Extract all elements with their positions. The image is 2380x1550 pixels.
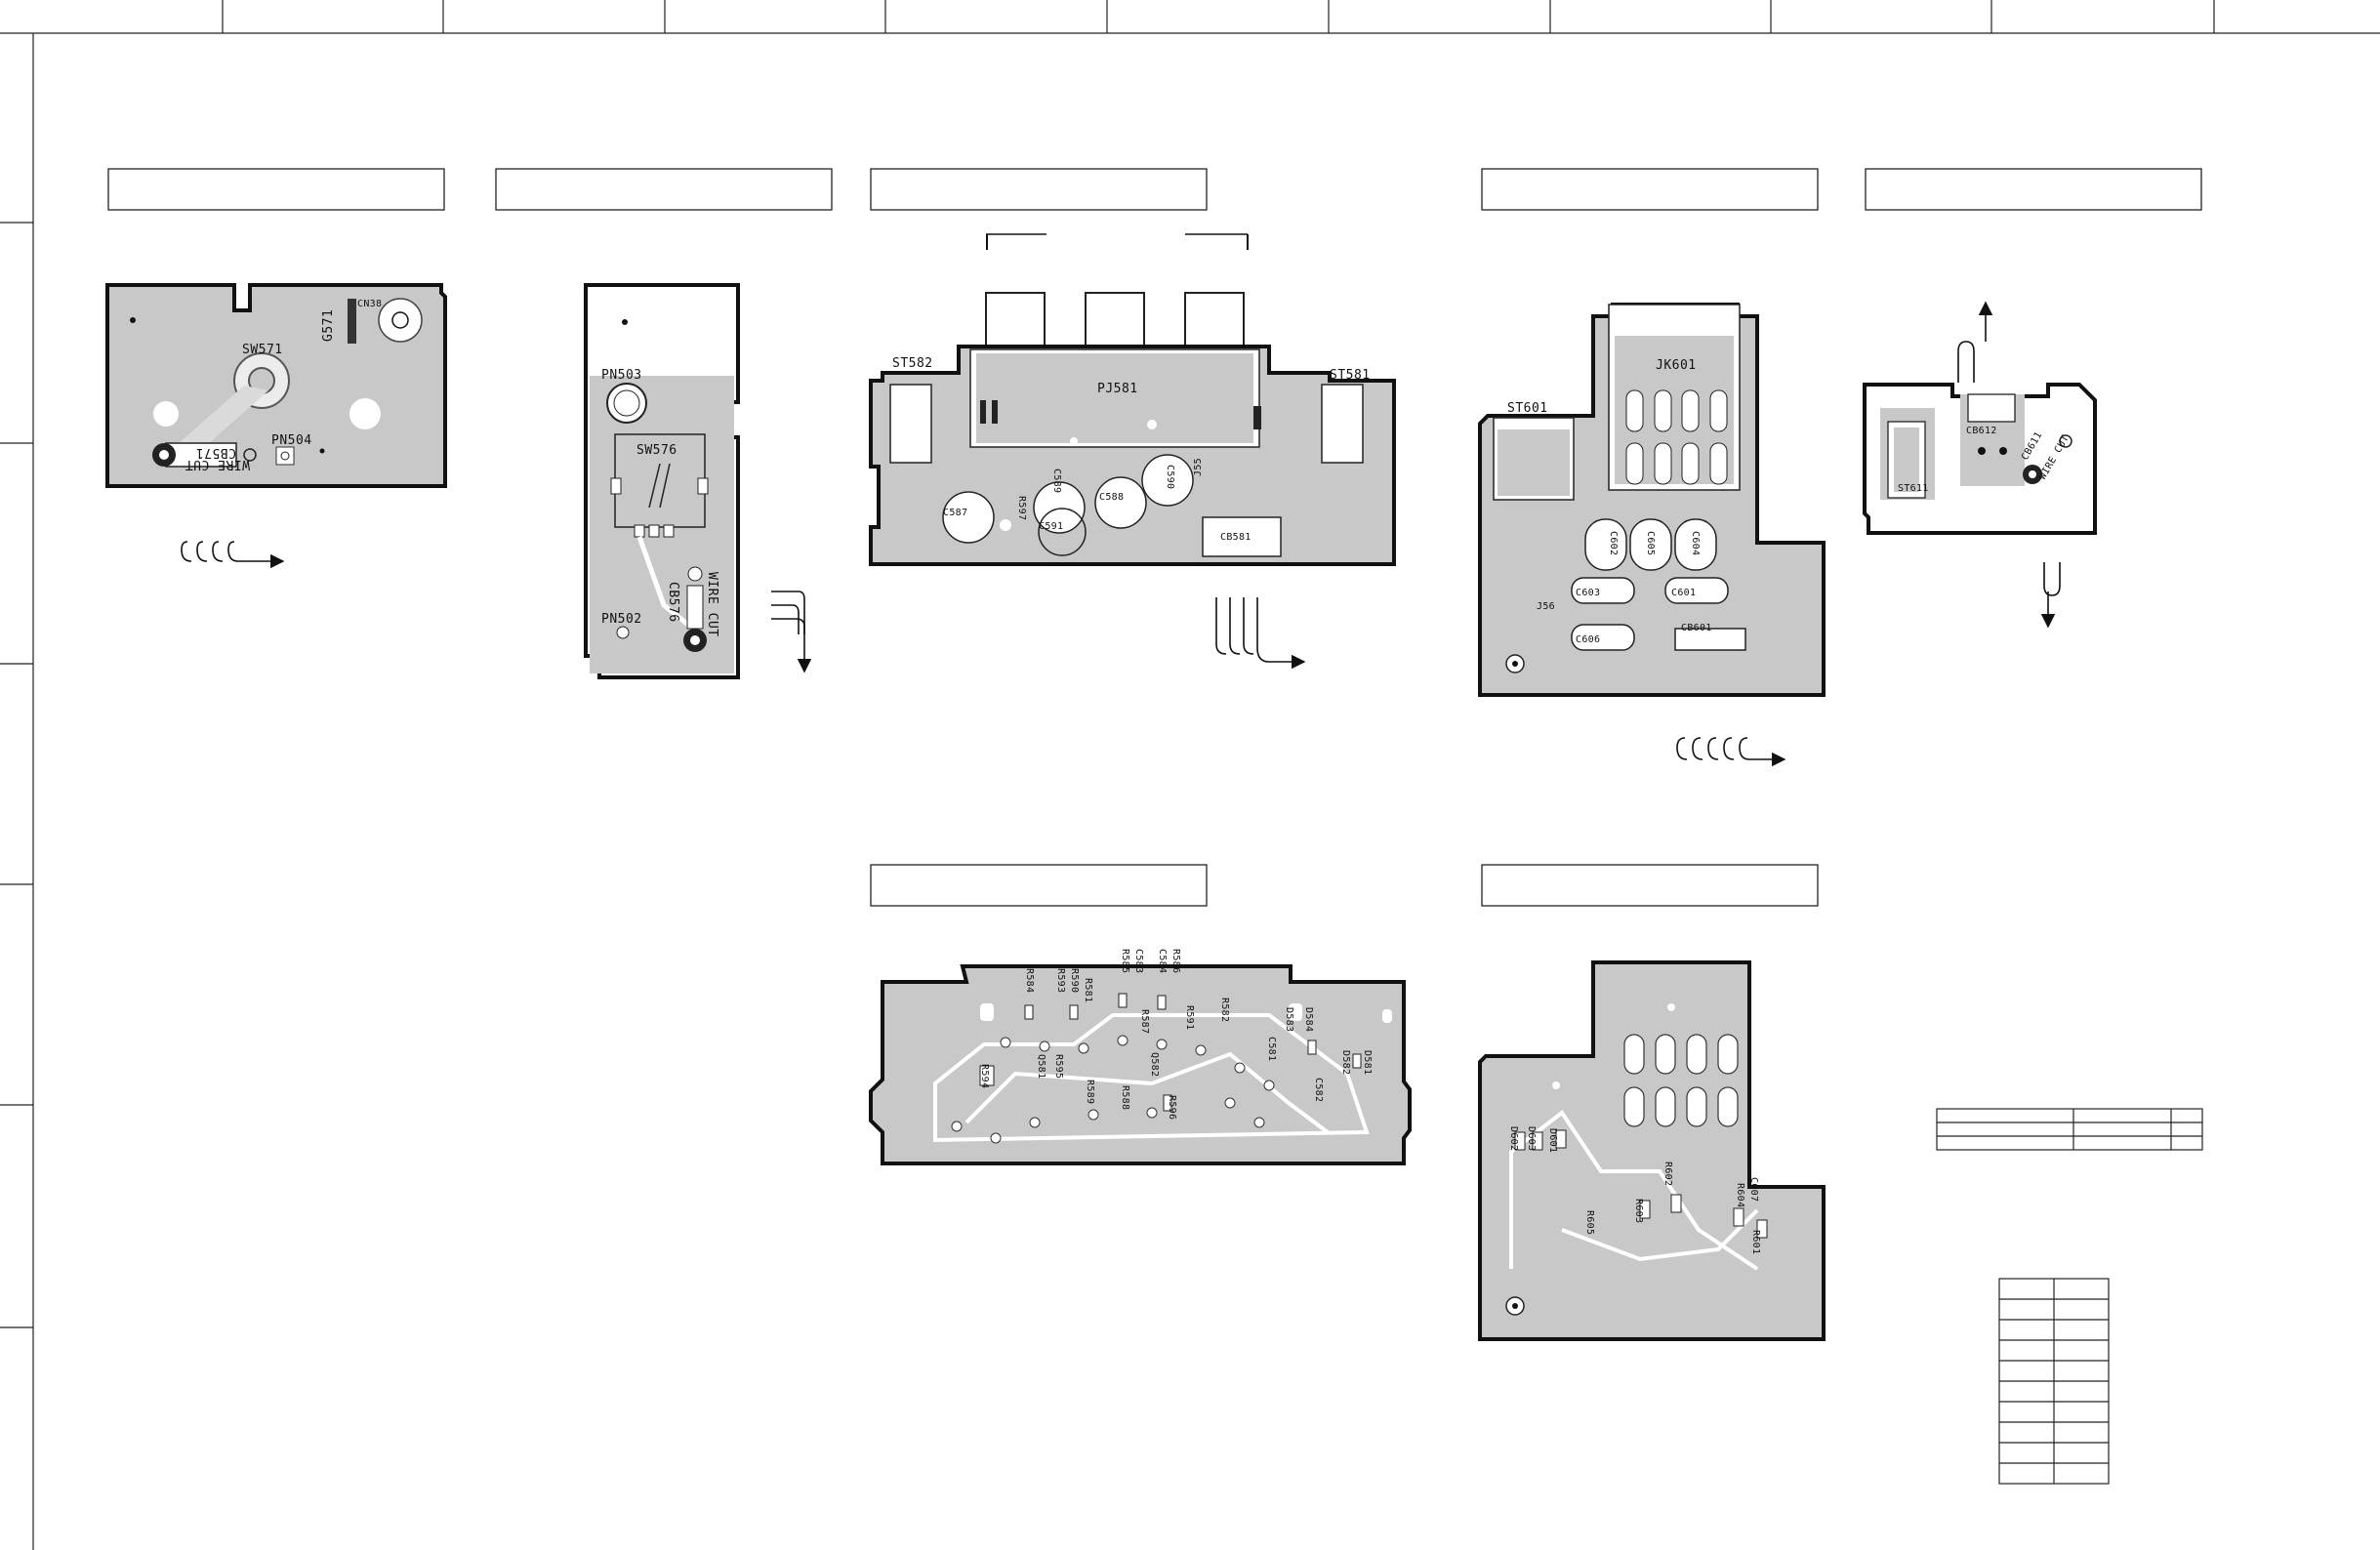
label-b-r591: R591	[1184, 1005, 1195, 1030]
title-boxes	[107, 168, 2202, 907]
board-jack: ST601 JK601 C602 C605 C604 C603 C601 J56…	[1478, 303, 1826, 767]
label-b-c583: C583	[1133, 949, 1144, 973]
label-b-d583: D583	[1284, 1007, 1294, 1032]
wire-arrow-jack	[1676, 737, 1786, 767]
wire-arrow-input	[1215, 597, 1306, 670]
label-b-r587: R587	[1139, 1009, 1150, 1034]
label-b-q581: Q581	[1036, 1054, 1046, 1079]
label-b-r595: R595	[1053, 1054, 1064, 1079]
label-c-c607: C607	[1748, 1177, 1759, 1202]
wire-arrow-tuning	[181, 541, 285, 569]
label-st581: ST581	[1330, 368, 1371, 383]
board-switch: PN503 SW576 CB576 WIRE CUT PN502	[584, 283, 812, 679]
reference-table-tall	[1998, 1278, 2110, 1485]
label-cb576: CB576	[666, 582, 680, 623]
label-j55: J55	[1193, 458, 1204, 476]
wire-arrow-switch	[771, 591, 812, 673]
label-b-c581: C581	[1266, 1037, 1277, 1061]
label-b-r585: R585	[1120, 949, 1130, 973]
label-c-r604: R604	[1735, 1183, 1745, 1207]
label-wire-cut-a: WIRE CUT	[185, 457, 250, 471]
label-b-r582: R582	[1219, 998, 1230, 1022]
label-c604: C604	[1690, 531, 1701, 555]
label-b-d584: D584	[1303, 1007, 1314, 1032]
label-c601: C601	[1671, 588, 1696, 598]
label-c-d603: D603	[1526, 1126, 1537, 1151]
label-pj581: PJ581	[1097, 382, 1138, 396]
label-wire-cut-b: WIRE CUT	[705, 572, 719, 637]
reference-table-small	[1936, 1108, 2203, 1151]
label-pn504: PN504	[271, 433, 312, 448]
label-b-r590: R590	[1069, 968, 1080, 993]
label-b-c584: C584	[1157, 949, 1168, 973]
label-g571: G571	[321, 309, 336, 342]
label-b-r593: R593	[1055, 968, 1066, 993]
label-sw576: SW576	[636, 443, 677, 458]
board-input: ST582 PJ581 ST581 C589 C590 C588 C587 R5…	[869, 233, 1396, 670]
label-c588: C588	[1099, 492, 1124, 503]
label-c606: C606	[1576, 634, 1600, 645]
label-b-q582: Q582	[1149, 1052, 1160, 1077]
label-c-r602: R602	[1662, 1162, 1673, 1186]
board-jack-bottom: D602 D603 D601 R602 R603 R605 C607 R604 …	[1478, 960, 1826, 1341]
label-r597: R597	[1016, 496, 1027, 520]
title-box-sub	[1865, 168, 2202, 211]
board-tuning: G571 CN38 SW571 PN504 CB571 WIRE CUT	[105, 283, 447, 569]
label-c-r603: R603	[1633, 1199, 1644, 1223]
label-b-c582: C582	[1313, 1078, 1324, 1102]
label-c590: C590	[1165, 465, 1175, 489]
label-c-d601: D601	[1547, 1128, 1558, 1153]
label-b-r581: R581	[1083, 978, 1093, 1002]
label-c603: C603	[1576, 588, 1600, 598]
label-b-r589: R589	[1085, 1080, 1095, 1104]
label-c591: C591	[1039, 521, 1063, 532]
title-box-jack	[1481, 168, 1819, 211]
label-cb581: CB581	[1220, 532, 1252, 543]
label-pn502: PN502	[601, 612, 642, 627]
label-b-r594: R594	[979, 1064, 990, 1088]
board-input-bottom: R584 R593 R590 R585 C583 C584 R586 R581 …	[869, 949, 1412, 1165]
label-cb612: CB612	[1966, 426, 1997, 436]
label-st611: ST611	[1898, 483, 1929, 494]
label-pn503: PN503	[601, 368, 642, 383]
label-c589: C589	[1051, 469, 1062, 493]
label-c-d602: D602	[1508, 1126, 1519, 1151]
title-box-input	[870, 168, 1208, 211]
label-c-r601: R601	[1750, 1230, 1761, 1254]
label-b-d581: D581	[1362, 1050, 1373, 1075]
title-box-tuning	[107, 168, 445, 211]
label-c-r605: R605	[1584, 1210, 1595, 1235]
label-b-r588: R588	[1120, 1085, 1130, 1110]
title-box-jack-bottom	[1481, 864, 1819, 907]
label-b-r586: R586	[1170, 949, 1181, 973]
label-cn38: CN38	[357, 299, 382, 309]
label-b-d582: D582	[1340, 1050, 1351, 1075]
label-st582: ST582	[892, 356, 933, 371]
label-c605: C605	[1645, 531, 1656, 555]
label-cb601: CB601	[1681, 623, 1712, 633]
title-box-input-bottom	[870, 864, 1208, 907]
label-j56: J56	[1537, 601, 1555, 612]
label-cb571: CB571	[195, 445, 236, 460]
label-b-r584: R584	[1024, 968, 1035, 993]
board-sub: CB612 CB611 WIRE CUT ST611	[1863, 301, 2097, 629]
label-b-r596: R596	[1167, 1095, 1177, 1120]
label-sw571: SW571	[242, 343, 283, 357]
label-c587: C587	[943, 508, 967, 518]
label-st601: ST601	[1507, 401, 1548, 416]
title-box-switch	[495, 168, 833, 211]
wire-arrow-sub	[1957, 301, 2061, 629]
label-jk601: JK601	[1656, 358, 1697, 373]
label-c602: C602	[1608, 531, 1619, 555]
